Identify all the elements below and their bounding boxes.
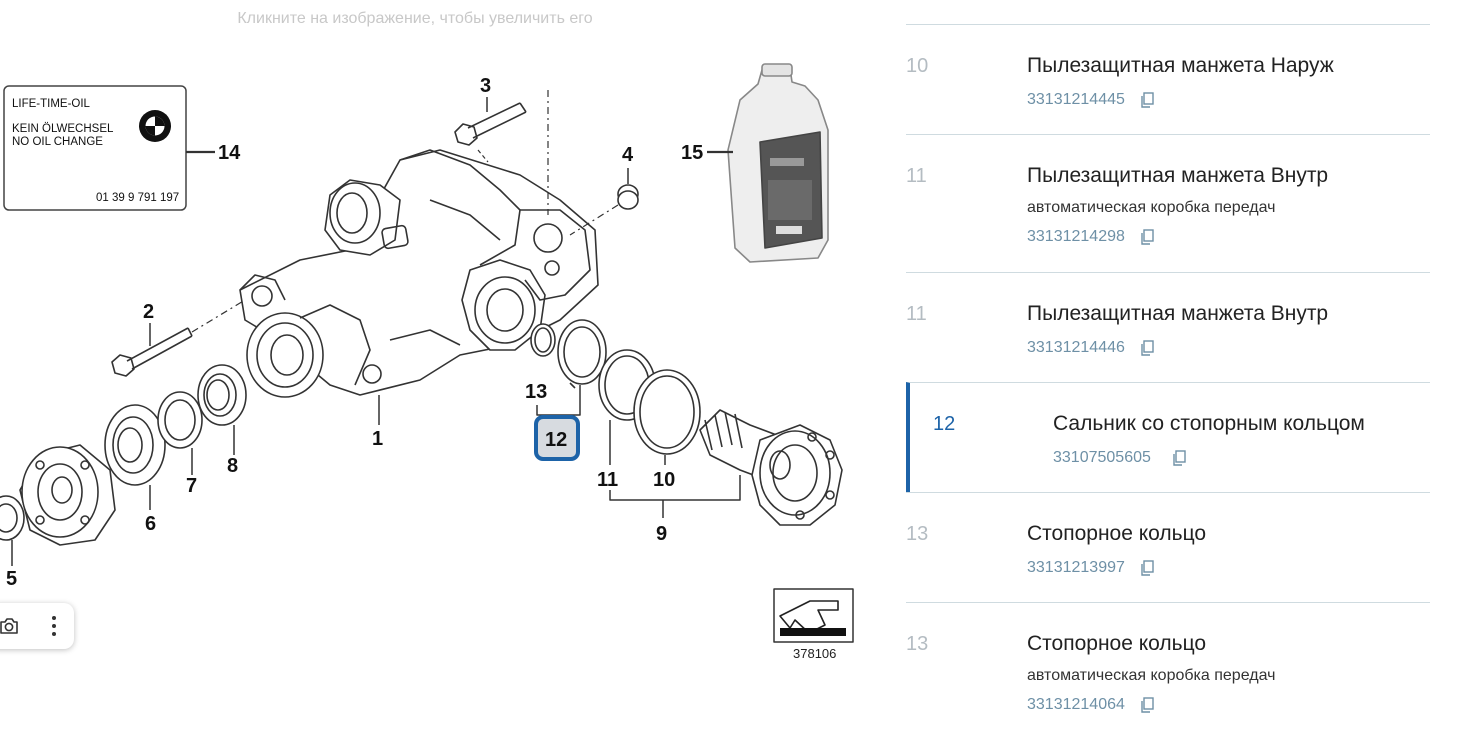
parts-list: 10 Пылезащитная манжета Наруж 3313121444… <box>906 24 1430 714</box>
part-number[interactable]: 33131214064 <box>1027 696 1125 713</box>
part-number[interactable]: 33131213997 <box>1027 559 1125 576</box>
callout-6[interactable]: 6 <box>145 513 156 535</box>
part-name[interactable]: Пылезащитная манжета Внутр <box>1027 302 1329 325</box>
callout-11[interactable]: 11 <box>597 469 618 491</box>
callout-14[interactable]: 14 <box>218 142 241 164</box>
part-name[interactable]: Пылезащитная манжета Внутр <box>1027 164 1329 187</box>
diagram-reference-number: 378106 <box>793 646 836 661</box>
part-10-dust-boot-outer[interactable] <box>633 369 701 455</box>
camera-icon[interactable] <box>0 612 23 640</box>
part-name[interactable]: Стопорное кольцо <box>1027 632 1207 655</box>
callout-7[interactable]: 7 <box>186 475 197 497</box>
part-row[interactable]: 13 Стопорное кольцо 33131213997 <box>906 492 1430 602</box>
part-position: 12 <box>933 413 956 435</box>
oil-label-line2: KEIN ÖLWECHSEL <box>12 123 114 135</box>
part-1-differential-housing[interactable] <box>239 149 599 398</box>
part-row[interactable]: 10 Пылезащитная манжета Наруж 3313121444… <box>906 24 1430 134</box>
part-13-snap-ring[interactable] <box>530 323 556 357</box>
callout-3[interactable]: 3 <box>480 75 491 97</box>
part-7-ring[interactable] <box>157 391 203 449</box>
part-row-selected[interactable]: 12 Сальник со стопорным кольцом 33107505… <box>906 382 1430 492</box>
part-number[interactable]: 33131214298 <box>1027 228 1125 245</box>
diagram-area[interactable]: LIFE-TIME-OIL KEIN ÖLWECHSEL NO OIL CHAN… <box>0 0 880 702</box>
image-toolbar <box>0 603 74 649</box>
part-6-flange[interactable] <box>19 404 166 546</box>
part-2-bolt[interactable] <box>111 327 193 377</box>
part-15-oil-bottle[interactable] <box>727 63 829 263</box>
parts-diagram[interactable]: LIFE-TIME-OIL KEIN ÖLWECHSEL NO OIL CHAN… <box>0 0 880 702</box>
copy-icon[interactable] <box>1140 340 1154 356</box>
callout-12[interactable]: 12 <box>545 429 567 451</box>
part-row[interactable]: 13 Стопорное кольцо автоматическая короб… <box>906 602 1430 740</box>
copy-icon[interactable] <box>1140 229 1154 245</box>
callout-4[interactable]: 4 <box>622 144 634 166</box>
oil-label-code: 01 39 9 791 197 <box>96 192 179 204</box>
part-description: автоматическая коробка передач <box>1027 199 1276 216</box>
copy-icon[interactable] <box>1140 560 1154 576</box>
more-vertical-icon[interactable] <box>40 612 68 640</box>
part-number[interactable]: 33107505605 <box>1053 449 1151 466</box>
callout-9[interactable]: 9 <box>656 523 667 545</box>
part-position: 13 <box>906 523 929 545</box>
callout-8[interactable]: 8 <box>227 455 238 477</box>
copy-icon[interactable] <box>1140 697 1154 713</box>
part-position: 13 <box>906 633 929 655</box>
oil-label-line1: LIFE-TIME-OIL <box>12 98 91 110</box>
callout-2[interactable]: 2 <box>143 301 154 323</box>
part-description: автоматическая коробка передач <box>1027 667 1276 684</box>
bmw-logo-icon <box>139 110 171 142</box>
zoom-hint: Кликните на изображение, чтобы увеличить… <box>237 10 593 27</box>
copy-icon[interactable] <box>1140 92 1154 108</box>
part-row[interactable]: 11 Пылезащитная манжета Внутр 3313121444… <box>906 272 1430 382</box>
selected-callout-box[interactable] <box>534 415 580 461</box>
copy-icon[interactable] <box>1172 450 1186 466</box>
view-reference-pictogram <box>773 588 854 643</box>
callout-15[interactable]: 15 <box>681 142 703 164</box>
callout-13[interactable]: 13 <box>525 381 547 403</box>
part-position: 11 <box>906 303 927 325</box>
oil-label-line3: NO OIL CHANGE <box>12 136 103 148</box>
part-position: 11 <box>906 165 927 187</box>
callout-10[interactable]: 10 <box>653 469 675 491</box>
part-12-shaft-seal[interactable] <box>557 319 607 389</box>
callout-1[interactable]: 1 <box>372 428 383 450</box>
part-number[interactable]: 33131214446 <box>1027 339 1125 356</box>
part-number[interactable]: 33131214445 <box>1027 91 1125 108</box>
callout-5[interactable]: 5 <box>6 568 17 590</box>
part-8-seal[interactable] <box>197 364 247 426</box>
part-row[interactable]: 11 Пылезащитная манжета Внутр автоматиче… <box>906 134 1430 272</box>
part-name[interactable]: Пылезащитная манжета Наруж <box>1027 54 1334 77</box>
part-name[interactable]: Сальник со стопорным кольцом <box>1053 412 1365 435</box>
part-5-seal[interactable] <box>0 495 25 541</box>
part-9-output-flange[interactable] <box>699 409 843 526</box>
part-4-plug[interactable] <box>617 184 639 210</box>
part-position: 10 <box>906 55 929 77</box>
part-name[interactable]: Стопорное кольцо <box>1027 522 1207 545</box>
oil-label-sticker[interactable] <box>3 85 187 211</box>
part-3-bolt[interactable] <box>454 102 527 146</box>
